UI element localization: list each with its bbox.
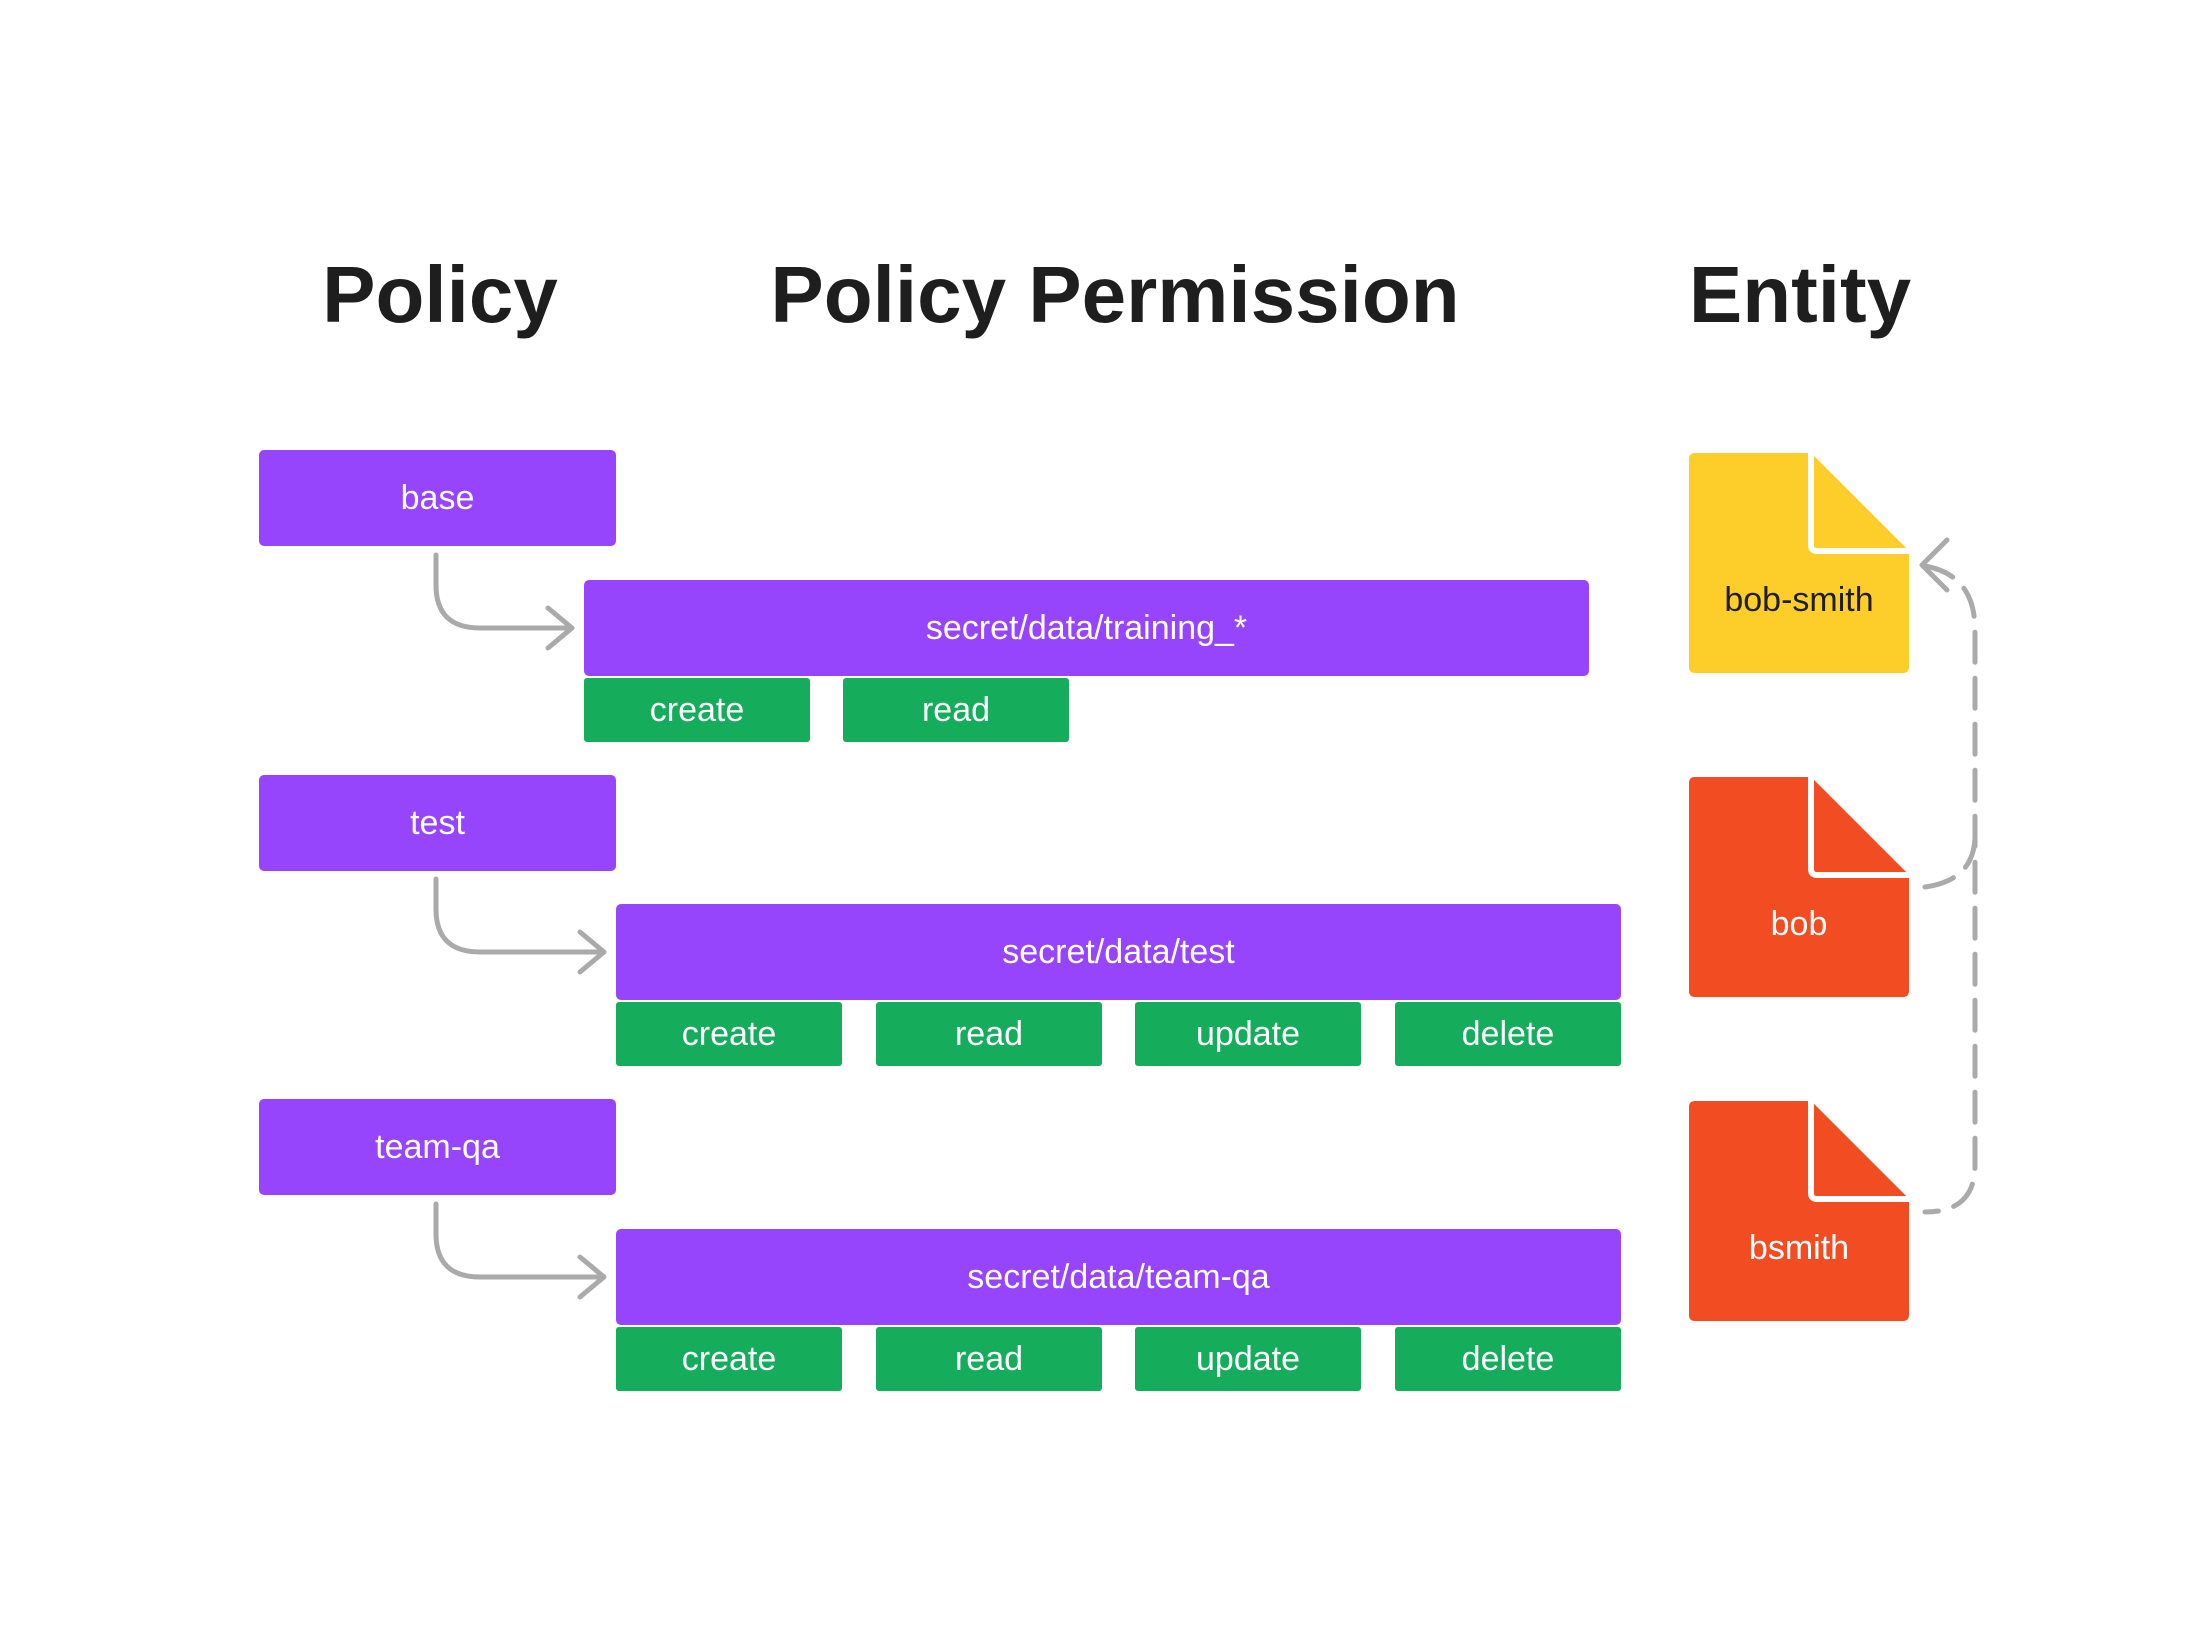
capability-delete: delete <box>1395 1002 1621 1066</box>
dashed-arrow-icon <box>1922 563 1978 1215</box>
capability-create: create <box>616 1327 842 1391</box>
capability-create: create <box>616 1002 842 1066</box>
document-icon <box>1689 453 1909 673</box>
document-icon <box>1689 777 1909 997</box>
arrow-right-icon <box>433 552 573 631</box>
document-icon <box>1689 1101 1909 1321</box>
entity-bsmith[interactable]: bsmith <box>1689 1101 1909 1321</box>
policy-team-qa[interactable]: team-qa <box>259 1099 616 1195</box>
entity-bob[interactable]: bob <box>1689 777 1909 997</box>
capability-read: read <box>843 678 1069 742</box>
policy-test[interactable]: test <box>259 775 616 871</box>
capability-read: read <box>876 1002 1102 1066</box>
capability-read: read <box>876 1327 1102 1391</box>
permission-path-team-qa[interactable]: secret/data/team-qa <box>616 1229 1621 1325</box>
permission-path-training[interactable]: secret/data/training_* <box>584 580 1589 676</box>
capability-delete: delete <box>1395 1327 1621 1391</box>
heading-policy: Policy <box>322 250 558 339</box>
entity-label: bob <box>1770 905 1828 943</box>
heading-entity: Entity <box>1688 250 1912 339</box>
entity-label: bob-smith <box>1724 581 1874 619</box>
capability-update: update <box>1135 1327 1361 1391</box>
arrow-right-icon <box>433 876 605 955</box>
arrow-right-icon <box>433 1201 605 1280</box>
capability-create: create <box>584 678 810 742</box>
permission-path-test[interactable]: secret/data/test <box>616 904 1621 1000</box>
heading-policy-permission: Policy Permission <box>770 250 1460 339</box>
entity-label: bsmith <box>1748 1229 1850 1267</box>
policy-base[interactable]: base <box>259 450 616 546</box>
capability-update: update <box>1135 1002 1361 1066</box>
entity-bob-smith[interactable]: bob-smith <box>1689 453 1909 673</box>
